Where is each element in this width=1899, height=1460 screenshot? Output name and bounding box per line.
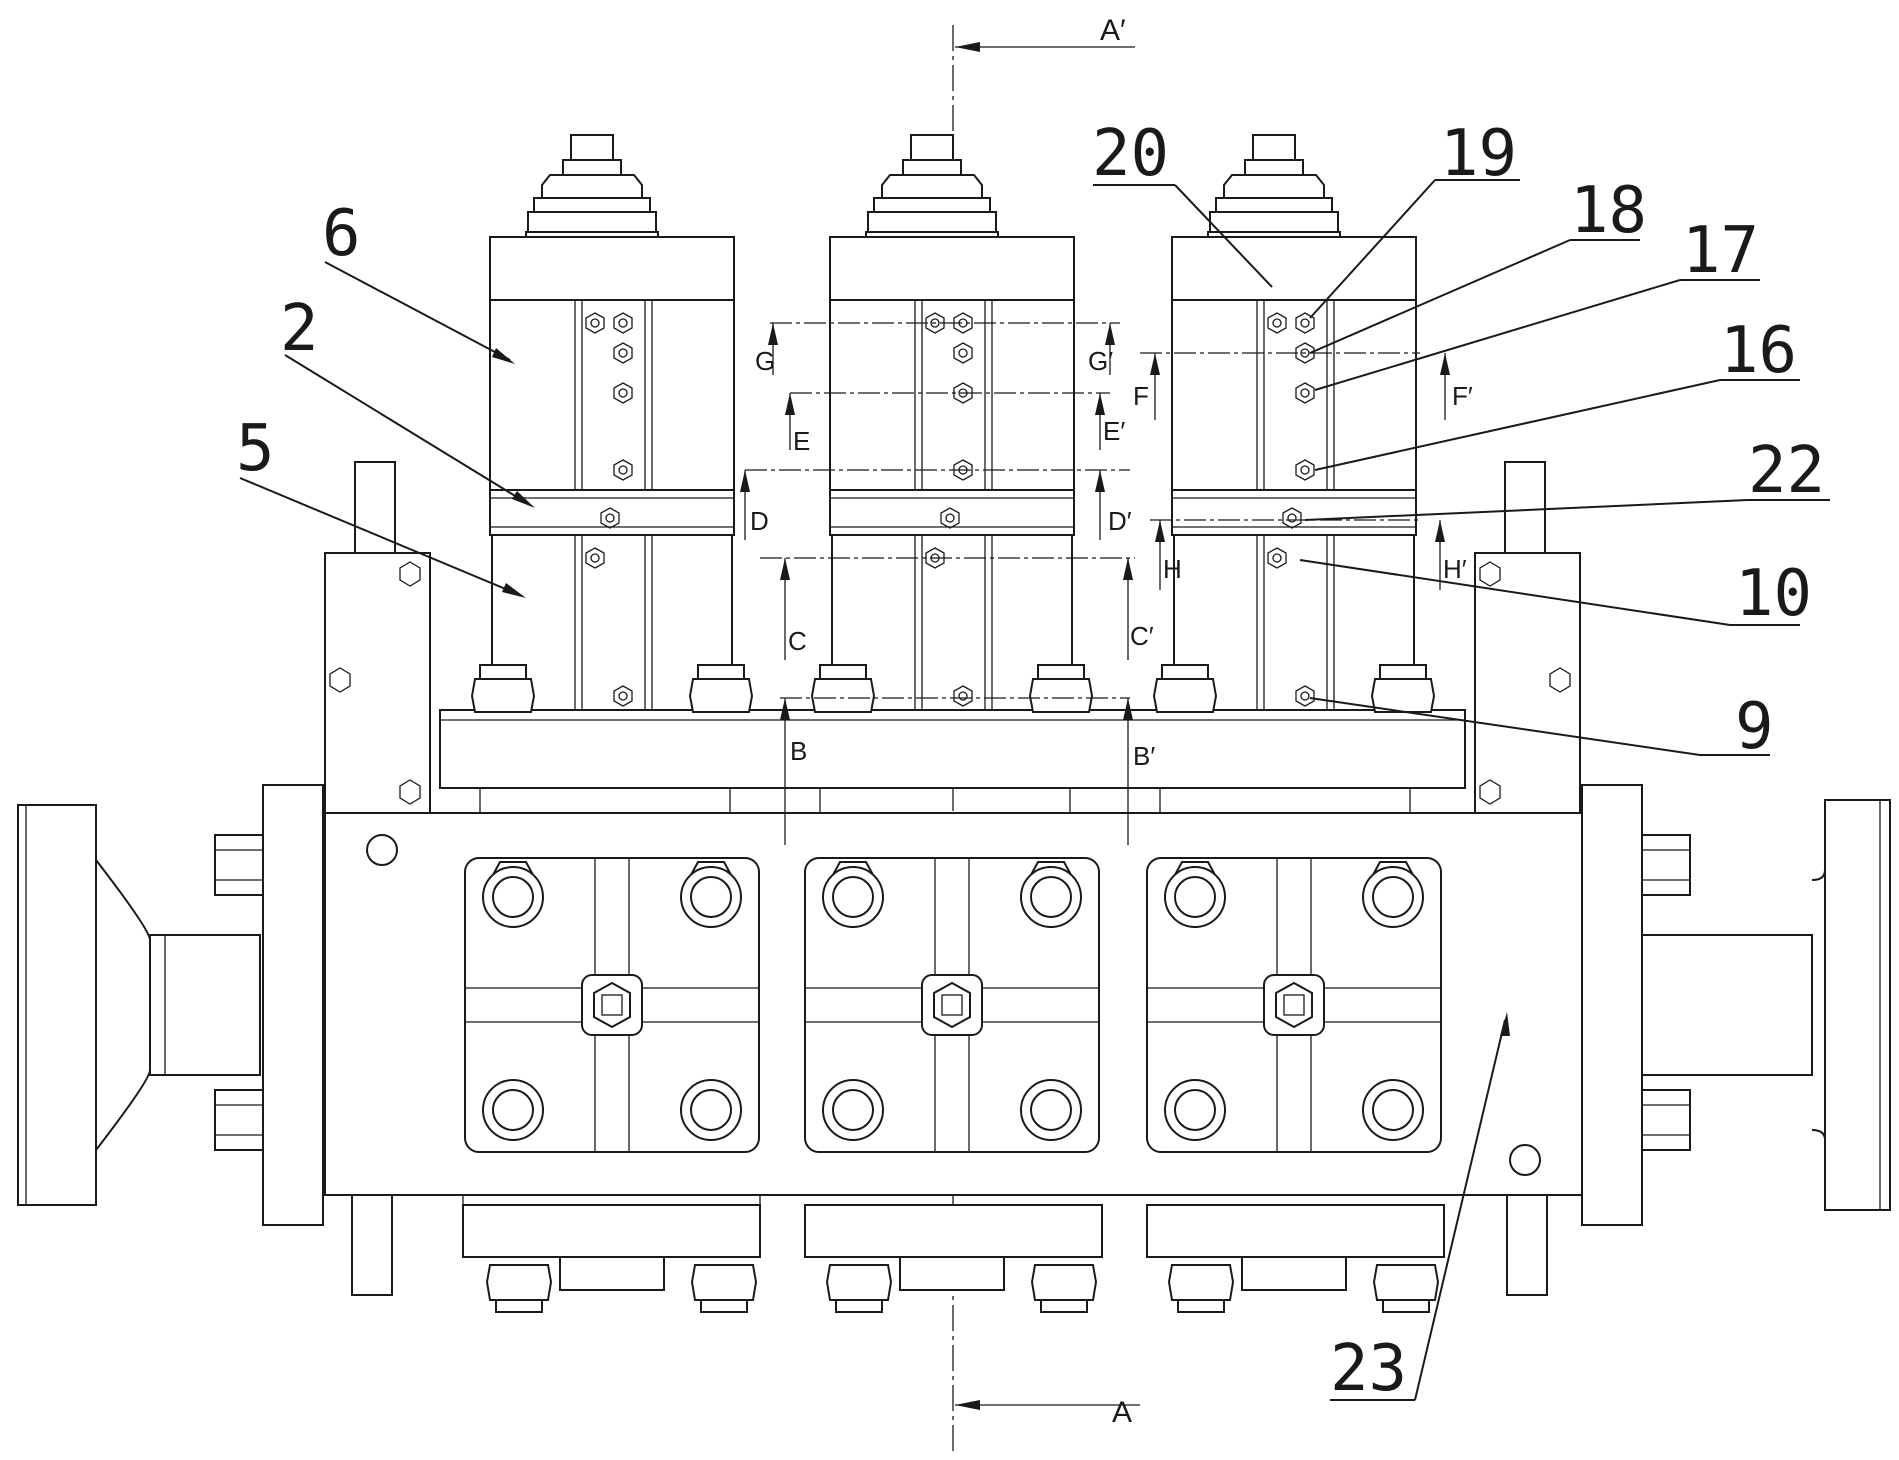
cut-label-c-prime: C′ [1130,621,1154,651]
part-label-5: 5 [236,412,275,486]
part-label-2: 2 [280,292,319,366]
cut-label-g-prime: G′ [1088,346,1113,376]
cut-label-e-prime: E′ [1103,416,1125,446]
part-label-22: 22 [1748,434,1825,508]
section-label-top: A′ [1100,14,1126,47]
cut-label-c: C [788,626,807,656]
part-label-16: 16 [1720,314,1797,388]
part-label-18: 18 [1570,174,1647,248]
cut-label-f: F [1133,381,1149,411]
part-label-9: 9 [1735,690,1774,764]
part-label-19: 19 [1440,117,1517,191]
leader-lines [239,179,1830,1401]
cut-label-b-prime: B′ [1133,741,1155,771]
section-arrow-top: A′ [955,14,1135,52]
right-upright-plate [1474,461,1581,814]
cut-label-g: G [755,346,775,376]
section-cut-lines [745,322,1420,699]
cut-label-d: D [750,506,769,536]
section-arrows [740,323,1450,845]
cut-label-b: B [790,736,807,766]
part-label-20: 20 [1092,117,1169,191]
lower-pins [351,1194,1548,1296]
cut-label-e: E [793,426,810,456]
part-label-6: 6 [322,197,361,271]
part-label-23: 23 [1330,1332,1407,1406]
cut-label-h: H [1163,554,1182,584]
section-label-bottom: A [1112,1396,1132,1429]
right-flange-assembly [1581,784,1891,1226]
part-label-10: 10 [1735,557,1812,631]
part-label-17: 17 [1682,214,1759,288]
left-flange-assembly [17,784,324,1226]
section-cut-labels: G G′ F F′ E E′ D D′ H H′ C C′ B B′ [750,346,1473,771]
top-mounting-plate [439,709,1466,814]
bottom-plates [462,1195,1445,1258]
cut-label-f-prime: F′ [1452,381,1473,411]
left-upright-plate [324,461,431,814]
section-arrow-bottom: A [955,1396,1140,1429]
cut-label-d-prime: D′ [1108,506,1132,536]
part-number-labels: 6 2 5 20 19 18 17 16 22 10 9 23 [236,117,1825,1406]
cut-label-h-prime: H′ [1443,554,1467,584]
